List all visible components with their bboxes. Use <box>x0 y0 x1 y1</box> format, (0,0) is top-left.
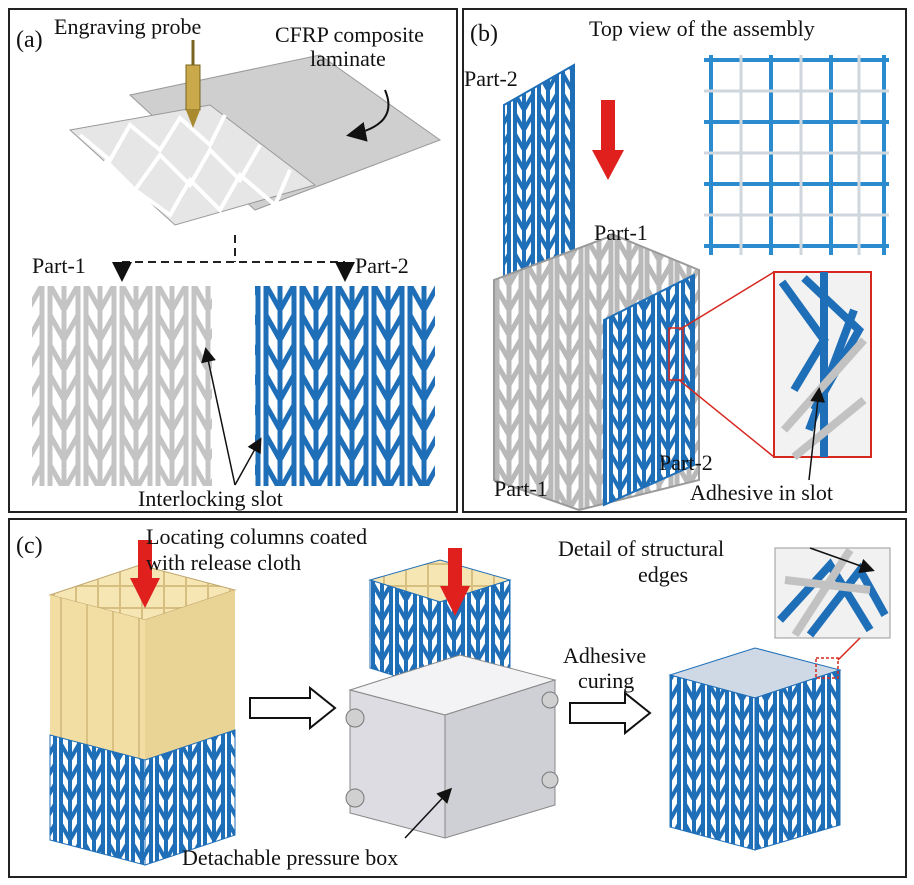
top-view-label: Top view of the assembly <box>589 16 815 41</box>
part-2-label: Part-2 <box>355 253 409 278</box>
part-2-inserted-lattice <box>603 273 695 507</box>
process-arrow-1 <box>249 685 337 731</box>
locating-columns-label-line2: with release cloth <box>146 550 302 575</box>
engraved-chevrons <box>78 114 292 218</box>
panel-b: (b) Top view of the assembly Part-2 Part… <box>462 8 907 513</box>
part-2-lattice <box>255 286 435 486</box>
part-2-top-label: Part-2 <box>464 66 518 91</box>
insert-arrow-shaft <box>601 100 615 150</box>
part-1-bottom-label: Part-1 <box>494 476 548 501</box>
stage1-press-arrow <box>138 540 152 580</box>
top-view-grid <box>704 55 889 255</box>
adhesive-in-slot-label: Adhesive in slot <box>690 480 833 505</box>
pressure-box-front <box>349 689 446 839</box>
split-dashed-line <box>122 235 345 263</box>
process-arrow-2 <box>569 690 652 736</box>
locating-columns-label-line1: Locating columns coated <box>146 524 368 549</box>
part-1-top-label: Part-1 <box>594 220 648 245</box>
columns-front <box>50 595 145 760</box>
stage2-press-arrow <box>448 548 462 588</box>
engraving-probe-label: Engraving probe <box>54 14 202 39</box>
engraving-probe <box>185 64 201 111</box>
cfrp-laminate-label-line2: laminate <box>310 46 386 71</box>
cfrp-laminate-label-line1: CFRP composite <box>275 22 424 47</box>
insert-arrow-head <box>592 150 624 180</box>
pressure-box-label: Detachable pressure box <box>182 845 399 870</box>
adhesive-curing-label-line2: curing <box>578 668 635 693</box>
panel-a-tag: (a) <box>16 27 43 53</box>
laminate-pointer-arrow <box>346 89 390 142</box>
part-1-label: Part-1 <box>32 253 86 278</box>
cured-core-front <box>669 674 756 851</box>
structural-edges-label-line2: edges <box>638 562 689 587</box>
panel-a-figure <box>32 40 442 486</box>
panel-b-tag: (b) <box>470 21 498 47</box>
part-1-lattice <box>32 286 212 486</box>
panel-c-tag: (c) <box>16 533 43 559</box>
panel-c-figure <box>48 540 891 866</box>
panel-a: (a) Engraving probe CFRP composite lamin… <box>8 8 458 513</box>
interlocking-slot-label: Interlocking slot <box>138 486 283 511</box>
part-2-bottom-label: Part-2 <box>659 450 713 475</box>
adhesive-curing-label-line1: Adhesive <box>563 643 647 668</box>
panel-c: (c) Locating columns coated with release… <box>8 518 907 878</box>
panel-b-figure <box>493 55 889 512</box>
structural-edges-label-line1: Detail of structural <box>558 536 725 561</box>
